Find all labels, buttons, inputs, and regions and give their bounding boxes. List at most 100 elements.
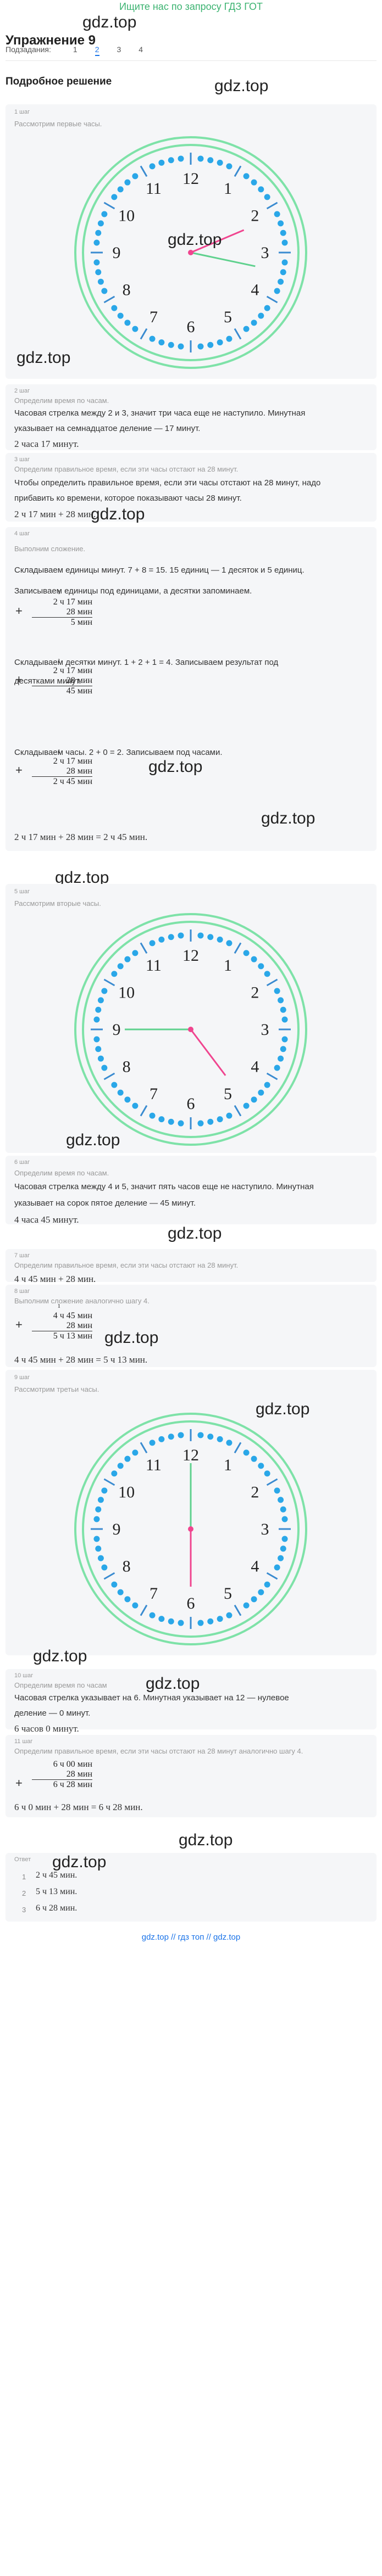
minute-dot bbox=[207, 341, 214, 348]
minute-dot bbox=[93, 1016, 100, 1023]
clock-number: 10 bbox=[118, 1483, 135, 1502]
minute-dot bbox=[101, 211, 108, 217]
step-text: 2 ч 17 мин + 28 мин = 2 ч 45 мин. bbox=[14, 832, 148, 842]
clock-outer-ring bbox=[74, 1413, 307, 1645]
answer-index: 1 bbox=[22, 1873, 26, 1881]
watermark: gdz.top bbox=[214, 77, 269, 95]
hour-tick bbox=[103, 978, 115, 987]
minute-dot bbox=[197, 1432, 204, 1438]
minute-dot bbox=[197, 343, 204, 350]
tab-2[interactable]: 2 bbox=[95, 45, 99, 56]
minute-dot bbox=[132, 1602, 139, 1609]
minute-dot bbox=[168, 341, 174, 348]
tab-1[interactable]: 1 bbox=[73, 45, 77, 54]
minute-dot bbox=[251, 320, 257, 326]
step-text: указывает на семнадцатое деление — 17 ми… bbox=[14, 424, 201, 433]
minute-dot bbox=[274, 1487, 280, 1494]
minute-dot bbox=[149, 1112, 156, 1119]
minute-dot bbox=[258, 186, 264, 193]
minute-dot bbox=[117, 312, 124, 319]
clock-number: 8 bbox=[123, 281, 131, 299]
clock-number: 6 bbox=[187, 318, 195, 336]
result: 6 ч 28 мин bbox=[53, 1780, 92, 1789]
clock-number: 11 bbox=[146, 180, 162, 198]
minute-dot bbox=[168, 157, 174, 164]
clock-center bbox=[188, 1526, 193, 1532]
minute-dot bbox=[207, 1118, 214, 1125]
step-5: 5 шаг Рассмотрим вторые часы. bbox=[5, 884, 377, 1153]
clock-number: 1 bbox=[224, 180, 232, 198]
step-title: Определим время по часам. bbox=[14, 1169, 109, 1177]
minute-dot bbox=[158, 1436, 165, 1442]
operand: 6 ч 00 мин bbox=[53, 1760, 92, 1769]
clock-number: 8 bbox=[123, 1558, 131, 1576]
clock-number: 1 bbox=[224, 1456, 232, 1474]
answer-index: 3 bbox=[22, 1906, 26, 1914]
minute-dot bbox=[226, 940, 232, 947]
minute-dot bbox=[111, 1470, 118, 1477]
minute-dot bbox=[93, 1516, 100, 1522]
minute-dot bbox=[178, 1620, 184, 1626]
watermark: gdz.top bbox=[82, 13, 137, 31]
clock-number: 9 bbox=[113, 244, 121, 262]
hour-tick bbox=[266, 1072, 278, 1080]
minute-dot bbox=[278, 220, 284, 227]
minute-dot bbox=[197, 1120, 204, 1127]
step-text: 6 часов 0 минут. bbox=[14, 1723, 79, 1734]
step-text: 6 ч 0 мин + 28 мин = 6 ч 28 мин. bbox=[14, 1802, 143, 1812]
hour-tick bbox=[103, 201, 115, 210]
watermark: gdz.top bbox=[148, 758, 203, 776]
minute-dot bbox=[97, 278, 104, 285]
minute-dot bbox=[97, 1555, 104, 1561]
watermark: gdz.top bbox=[179, 1831, 233, 1849]
step-text: Часовая стрелка указывает на 6. Минутная… bbox=[14, 1693, 289, 1703]
minute-dot bbox=[226, 335, 232, 342]
minute-dot bbox=[274, 211, 280, 217]
watermark: gdz.top bbox=[168, 1224, 222, 1242]
minute-dot bbox=[264, 1581, 270, 1588]
answer-item: 6 ч 28 мин. bbox=[36, 1903, 77, 1913]
minute-dot bbox=[197, 155, 204, 162]
minute-dot bbox=[278, 278, 284, 285]
ad-banner[interactable]: Ищите нас по запросу ГДЗ ГОТ bbox=[119, 1, 263, 12]
minute-dot bbox=[124, 1455, 131, 1462]
operand: 28 мин bbox=[32, 676, 92, 686]
step-text: Складываем десятки минут. 1 + 2 + 1 = 4.… bbox=[14, 658, 279, 667]
minute-dot bbox=[168, 934, 174, 940]
minute-dot bbox=[132, 173, 139, 180]
clock-number: 5 bbox=[224, 1584, 232, 1603]
tab-4[interactable]: 4 bbox=[139, 45, 143, 54]
operand: 28 мин bbox=[32, 607, 92, 618]
hour-hand bbox=[190, 1029, 226, 1076]
step-title: Рассмотрим третьи часы. bbox=[14, 1385, 99, 1393]
plus-sign: + bbox=[15, 604, 23, 618]
minute-dot bbox=[281, 259, 288, 266]
tab-3[interactable]: 3 bbox=[117, 45, 121, 54]
clock-inner-ring bbox=[82, 144, 300, 361]
minute-dot bbox=[97, 1497, 104, 1503]
hour-tick bbox=[140, 165, 148, 177]
minute-dot bbox=[243, 950, 250, 956]
minute-dot bbox=[258, 1589, 264, 1595]
step-label: 2 шаг bbox=[14, 388, 30, 394]
minute-dot bbox=[280, 229, 286, 236]
minute-dot bbox=[258, 963, 264, 970]
step-2: 2 шаг Определим время по часам. Часовая … bbox=[5, 384, 377, 450]
hour-hand bbox=[190, 229, 245, 254]
clock-number: 4 bbox=[251, 1558, 259, 1576]
minute-dot bbox=[158, 159, 165, 166]
minute-dot bbox=[132, 326, 139, 332]
clock-inner-ring bbox=[82, 1420, 300, 1638]
minute-dot bbox=[243, 1602, 250, 1609]
minute-dot bbox=[207, 157, 214, 164]
minute-dot bbox=[101, 1564, 108, 1571]
minute-dot bbox=[251, 1596, 257, 1603]
minute-dot bbox=[264, 1470, 270, 1477]
minute-dot bbox=[93, 1036, 100, 1043]
footer-links[interactable]: gdz.top // гдз топ // gdz.top bbox=[141, 1933, 241, 1942]
clock-number: 10 bbox=[118, 984, 135, 1002]
minute-dot bbox=[280, 1006, 286, 1013]
minute-dot bbox=[278, 1555, 284, 1561]
hour-tick bbox=[266, 201, 278, 210]
step-title: Определим время по часам bbox=[14, 1681, 107, 1689]
